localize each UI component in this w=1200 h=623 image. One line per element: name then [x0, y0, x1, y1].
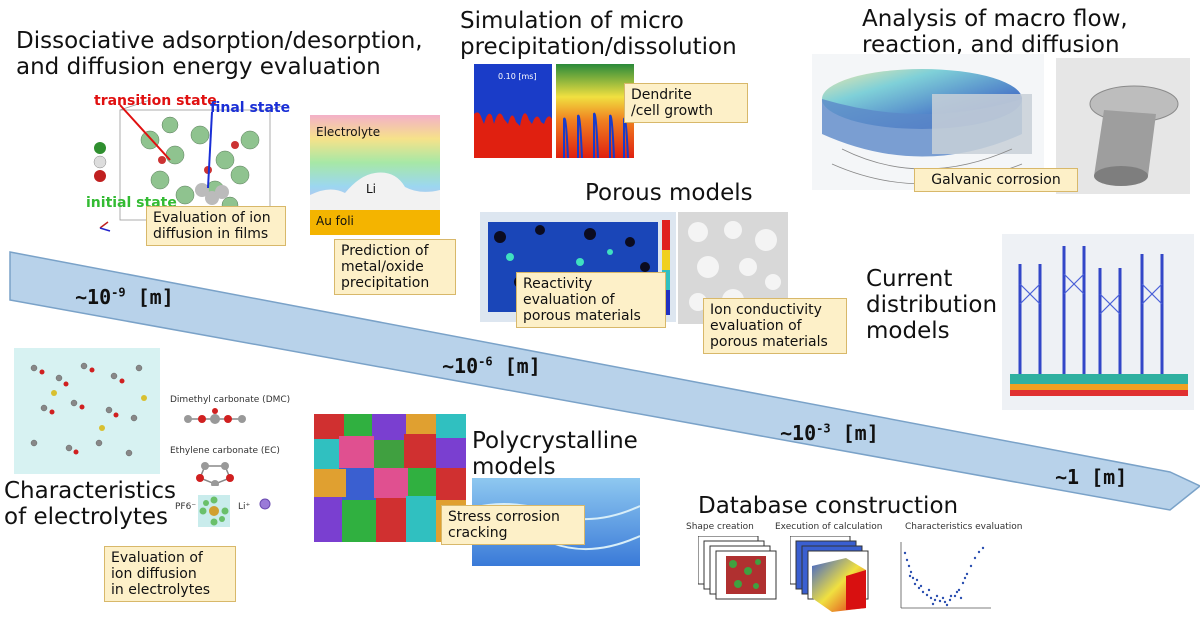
- dendrite-sim-image-2: [556, 64, 634, 158]
- db-execution-image: [790, 536, 869, 612]
- polycrystalline-grains-image: [314, 414, 466, 542]
- scale-label-1e-6: ∼10-6 [m]: [442, 354, 541, 378]
- note-dendrite: Dendrite/cell growth: [624, 83, 748, 123]
- title-macro: Analysis of macro flow,reaction, and dif…: [862, 6, 1128, 58]
- db-shape-creation-image: [698, 536, 777, 600]
- li-ion-icon: [259, 498, 271, 510]
- title-dissociative: Dissociative adsorption/desorption,and d…: [16, 28, 423, 80]
- note-galvanic: Galvanic corrosion: [914, 168, 1078, 192]
- electrolyte-molecules-image: [14, 348, 160, 474]
- db-step-characteristics: Characteristics evaluation: [905, 522, 1023, 532]
- scale-arrow-shape: [9, 251, 1200, 511]
- transition-state-label: transition state: [94, 93, 217, 109]
- db-step-shape-creation: Shape creation: [686, 522, 754, 532]
- time-label: 0.10 [ms]: [498, 72, 537, 81]
- scale-label-1: ∼1 [m]: [1055, 465, 1128, 489]
- title-database: Database construction: [698, 493, 959, 519]
- li-ion-label: Li⁺: [238, 502, 251, 512]
- electrolyte-li-panel: [310, 115, 440, 235]
- ec-label: Ethylene carbonate (EC): [170, 446, 280, 456]
- dendrite-sim-image-1: [474, 64, 552, 158]
- metal-cylinder-photo: [1056, 58, 1190, 194]
- ec-molecule-icon: [196, 462, 234, 486]
- scale-label-1e-3: ∼10-3 [m]: [780, 421, 879, 445]
- title-porous: Porous models: [585, 180, 753, 206]
- db-step-execution: Execution of calculation: [775, 522, 883, 532]
- final-state-label: final state: [210, 100, 291, 116]
- pf6-label: PF6⁻: [175, 502, 197, 512]
- scale-label-1e-9: ∼10-9 [m]: [75, 285, 174, 309]
- electrolyte-label: Electrolyte: [316, 125, 381, 139]
- li-label: Li: [366, 182, 377, 196]
- dmc-molecule-icon: [184, 408, 246, 424]
- dmc-label: Dimethyl carbonate (DMC): [170, 395, 291, 405]
- galvanic-model-image: [812, 54, 1044, 190]
- current-distribution-image: [1002, 234, 1194, 410]
- db-characteristics-scatter: [900, 542, 991, 609]
- au-foil-label: Au foli: [316, 214, 354, 228]
- molecule-lattice-image: [93, 100, 286, 232]
- pf6-molecule-icon: [198, 495, 230, 527]
